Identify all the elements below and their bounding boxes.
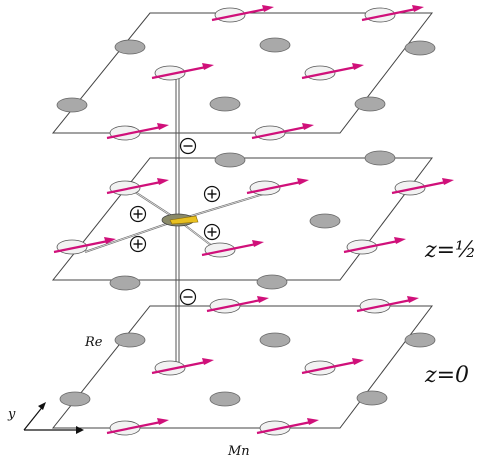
spin-arrow-head <box>157 178 169 185</box>
axis-y-line <box>23 404 45 431</box>
spin-arrow-shaft <box>211 7 267 22</box>
re-atom-6 <box>354 96 386 112</box>
re-atom-11 <box>256 274 288 290</box>
spin-arrow-shaft <box>201 242 257 257</box>
axis-label-y: y <box>7 407 16 422</box>
plane-bottom <box>51 305 434 429</box>
spin-arrow-shaft <box>301 360 357 375</box>
spin-arrow-head <box>412 5 424 12</box>
label-mn: Mn <box>227 444 250 459</box>
mn-atom-18 <box>256 418 319 436</box>
re-atom-3 <box>404 40 436 56</box>
spin-arrow-shaft <box>301 65 357 80</box>
plane-top <box>51 12 434 134</box>
bond-3-inner <box>84 219 179 253</box>
spin-arrow-shaft <box>256 420 312 435</box>
spin-arrow-head <box>257 296 269 303</box>
spin-arrow-head <box>104 237 116 244</box>
center-atom <box>161 213 199 227</box>
spin-arrow-shaft <box>151 65 207 80</box>
mn-atom-9 <box>391 178 454 196</box>
mn-atom-6 <box>251 123 314 141</box>
sign-plus-5 <box>129 235 147 253</box>
axis-x-arrowhead <box>76 426 84 434</box>
atoms-layer <box>53 5 454 436</box>
spin-arrow-head <box>352 63 364 70</box>
bond-2-inner <box>177 191 271 221</box>
mn-atom-1 <box>211 5 274 23</box>
mn-atom-17 <box>106 418 169 436</box>
mn-atom-8 <box>246 178 309 196</box>
spin-arrow-head <box>307 418 319 425</box>
spin-arrow-shaft <box>246 180 302 195</box>
mn-atom-16 <box>301 358 364 376</box>
mn-atom-2 <box>361 5 424 23</box>
spin-arrow-head <box>302 123 314 130</box>
label-re: Re <box>84 335 103 350</box>
mn-atom-4 <box>301 63 364 81</box>
re-atom-10 <box>109 275 141 291</box>
center-arrow-icon <box>169 215 199 225</box>
axis-label-x: x <box>66 464 74 468</box>
spin-arrow-head <box>157 123 169 130</box>
re-atom-12 <box>114 332 146 348</box>
spin-arrow-head <box>252 240 264 247</box>
mn-atom-15 <box>151 358 214 376</box>
spin-arrow-head <box>157 418 169 425</box>
axis-y-arrowhead <box>38 402 46 410</box>
mn-atom-7 <box>106 178 169 196</box>
signs-layer <box>129 137 221 306</box>
spin-arrow-head <box>262 5 274 12</box>
spin-arrow-shaft <box>106 420 162 435</box>
planes-layer <box>51 12 434 429</box>
mn-atom-14 <box>356 296 419 314</box>
re-atom-16 <box>209 391 241 407</box>
spin-arrow-head <box>407 296 419 303</box>
spin-arrow-shaft <box>206 298 262 313</box>
spin-arrow-head <box>442 178 454 185</box>
re-atom-17 <box>356 390 388 406</box>
plane-middle <box>51 157 434 281</box>
spin-arrow-shaft <box>106 125 162 140</box>
spin-arrow-shaft <box>53 239 109 254</box>
spin-arrow-head <box>202 358 214 365</box>
axes-layer <box>23 402 84 434</box>
spin-arrow-shaft <box>343 239 399 254</box>
mn-atom-3 <box>151 63 214 81</box>
sign-plus-4 <box>203 223 221 241</box>
spin-arrow-shaft <box>151 360 207 375</box>
re-atom-8 <box>364 150 396 166</box>
re-atom-13 <box>259 332 291 348</box>
re-atom-7 <box>214 152 246 168</box>
spin-arrow-shaft <box>361 7 417 22</box>
label-z-zero: z=0 <box>424 363 469 388</box>
sign-plus-2 <box>203 185 221 203</box>
spin-arrow-shaft <box>106 180 162 195</box>
mn-atom-10 <box>53 237 116 255</box>
sign-minus-6 <box>179 288 197 306</box>
re-atom-4 <box>56 97 88 113</box>
spin-arrow-head <box>202 63 214 70</box>
sign-minus-1 <box>179 137 197 155</box>
label-z-half: z=½ <box>424 238 476 263</box>
mn-atom-5 <box>106 123 169 141</box>
re-atom-1 <box>114 39 146 55</box>
spin-arrow-head <box>297 178 309 185</box>
re-atom-14 <box>404 332 436 348</box>
re-atom-2 <box>259 37 291 53</box>
sign-plus-3 <box>129 205 147 223</box>
spin-arrow-head <box>352 358 364 365</box>
re-atom-5 <box>209 96 241 112</box>
re-atom-15 <box>59 391 91 407</box>
mn-atom-12 <box>343 237 406 255</box>
spin-arrow-head <box>394 237 406 244</box>
spin-arrow-shaft <box>391 180 447 195</box>
mn-atom-11 <box>201 240 264 258</box>
mn-atom-13 <box>206 296 269 314</box>
spin-arrow-shaft <box>356 298 412 313</box>
spin-arrow-shaft <box>251 125 307 140</box>
re-atom-9 <box>309 213 341 229</box>
